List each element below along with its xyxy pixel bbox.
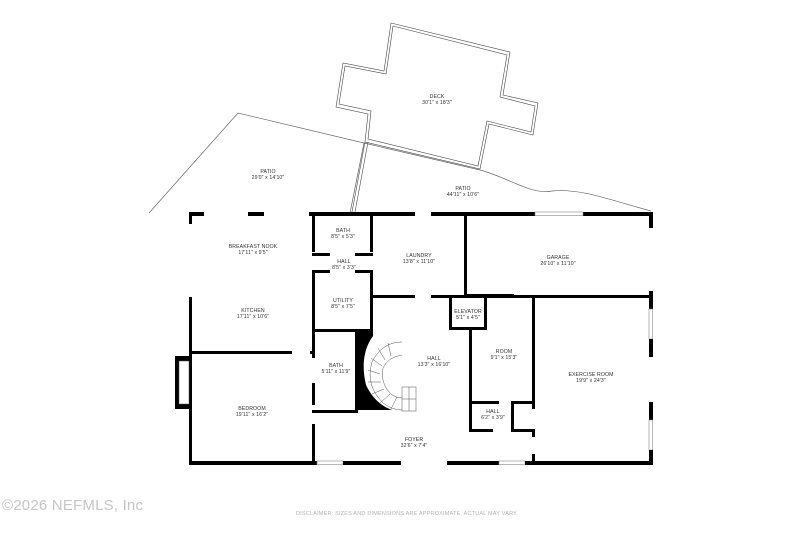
deck-outline [335,22,539,170]
room-label-patio-left: PATIO [260,169,275,175]
room-label-deck: DECK [430,94,445,100]
room-label-kitchen: KITCHEN [241,308,265,314]
room-dims-garage: 26'10" x 11'10" [540,261,575,267]
walls [175,211,653,465]
room-label-exercise-room: EXERCISE ROOM [568,372,613,378]
room-dims-deck: 30'1" x 18'3" [422,100,452,106]
room-label-garage: GARAGE [547,255,570,261]
room-dims-bedroom: 19'11" x 16'2" [236,412,268,418]
room-label-bath-upper: BATH [336,228,350,234]
room-dims-bath-lower: 5'11" x 11'9" [322,369,351,375]
room-labels: DECK 30'1" x 18'3" PATIO 29'0" x 14'10" … [229,94,614,449]
room-label-patio-right: PATIO [455,186,470,192]
patio-left-outline [148,112,365,214]
room-dims-elevator: 5'1" x 4'5" [456,315,480,321]
room-dims-breakfast-nook: 17'11" x 9'5" [238,250,267,256]
room-label-room: ROOM [496,349,513,355]
spiral-staircase [367,341,417,412]
patio-right-outline [363,142,652,212]
room-label-breakfast-nook: BREAKFAST NOOK [229,244,278,250]
room-label-bath-lower: BATH [329,363,343,369]
room-dims-patio-left: 29'0" x 14'10" [252,175,285,181]
room-dims-hall-lower: 6'2" x 3'9" [481,415,505,421]
room-label-elevator: ELEVATOR [454,309,482,315]
room-label-bedroom: BEDROOM [238,406,266,412]
room-label-hall-lower: HALL [486,409,499,415]
room-dims-hall-small: 8'5" x 3'3" [332,265,356,271]
room-dims-bath-upper: 8'5" x 5'3" [331,234,355,240]
room-label-hall-main: HALL [427,356,440,362]
room-dims-laundry: 13'8" x 11'10" [403,259,435,265]
room-dims-kitchen: 17'11" x 10'6" [237,314,269,320]
room-dims-hall-main: 13'3" x 16'10" [418,362,451,368]
copyright-watermark: ©2026 NEFMLS, Inc [2,497,144,514]
room-dims-patio-right: 44'11" x 10'6" [447,192,479,198]
disclaimer-text: DISCLAIMER: SIZES AND DIMENSIONS ARE APP… [296,511,519,517]
room-dims-utility: 8'5" x 7'5" [331,304,355,310]
room-label-hall-small: HALL [337,259,350,265]
room-dims-room: 9'1" x 15'3" [491,355,518,361]
room-label-foyer: FOYER [405,437,424,443]
room-dims-foyer: 32'6" x 7'4" [401,443,428,449]
room-dims-exercise-room: 19'9" x 24'3" [576,378,606,384]
room-label-utility: UTILITY [333,298,353,304]
room-label-laundry: LAUNDRY [406,253,432,259]
